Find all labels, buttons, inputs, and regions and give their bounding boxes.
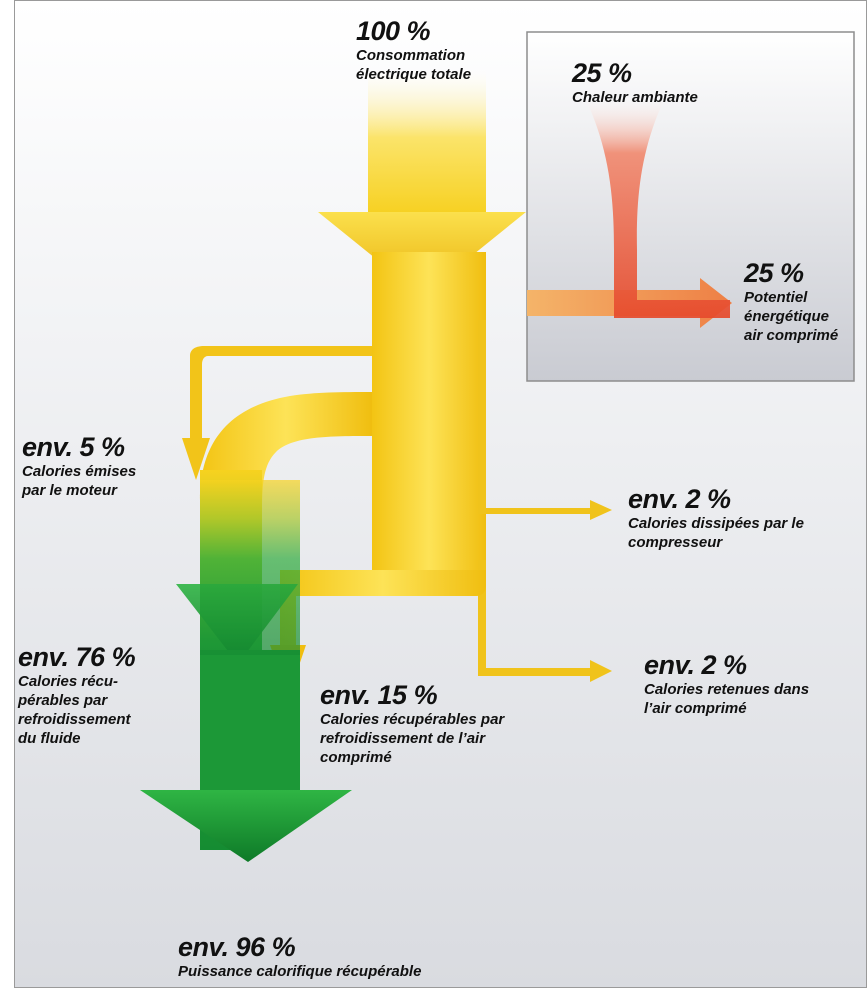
label-motor: env. 5 % Calories émises par le moteur [22, 432, 136, 500]
total-input-band [368, 70, 486, 220]
ambient-heat-flow [585, 98, 730, 318]
label-retained: env. 2 % Calories retenues dans l’air co… [644, 650, 809, 718]
ambient-inset-box [526, 31, 855, 382]
main-trunk [372, 252, 486, 572]
potential-percent: 25 % [744, 258, 804, 288]
ambient-percent: 25 % [572, 58, 632, 88]
potential-description: Potentiel énergétique air comprimé [744, 289, 839, 344]
label-compressor: env. 2 % Calories dissipées par le compr… [628, 484, 804, 552]
retained-flow [478, 560, 612, 682]
label-ambient: 25 % Chaleur ambiante [572, 58, 698, 107]
recovered-arrowhead [140, 790, 352, 862]
aircool-band [280, 570, 486, 650]
recovered-description: Puissance calorifique récupérable [178, 963, 422, 980]
retained-description: Calories retenues dans l’air comprimé [644, 681, 810, 717]
total-percent: 100 % [356, 16, 431, 46]
fluid-description: Calories récu- pérables par refroidissem… [18, 673, 131, 747]
motor-flow [182, 346, 372, 480]
label-recovered: env. 96 % Puissance calorifique récupéra… [178, 932, 421, 981]
retained-percent: env. 2 % [644, 650, 747, 680]
ambient-description: Chaleur ambiante [572, 89, 698, 106]
compressor-description: Calories dissipées par le compresseur [628, 515, 804, 551]
label-total: 100 % Consommation électrique totale [356, 16, 471, 84]
total-description: Consommation électrique totale [356, 47, 472, 83]
merge-region [200, 480, 300, 655]
label-fluid: env. 76 % Calories récu- pérables par re… [18, 642, 136, 748]
fluid-percent: env. 76 % [18, 642, 136, 672]
motor-percent: env. 5 % [22, 432, 125, 462]
label-aircool: env. 15 % Calories récupérables par refr… [320, 680, 504, 767]
aircool-description: Calories récupérables par refroidissemen… [320, 711, 505, 766]
aircool-percent: env. 15 % [320, 680, 438, 710]
compressor-percent: env. 2 % [628, 484, 731, 514]
recovered-percent: env. 96 % [178, 932, 296, 962]
motor-description: Calories émises par le moteur [22, 463, 137, 499]
label-potential: 25 % Potentiel énergétique air comprimé [744, 258, 838, 345]
recovered-column [200, 650, 300, 800]
